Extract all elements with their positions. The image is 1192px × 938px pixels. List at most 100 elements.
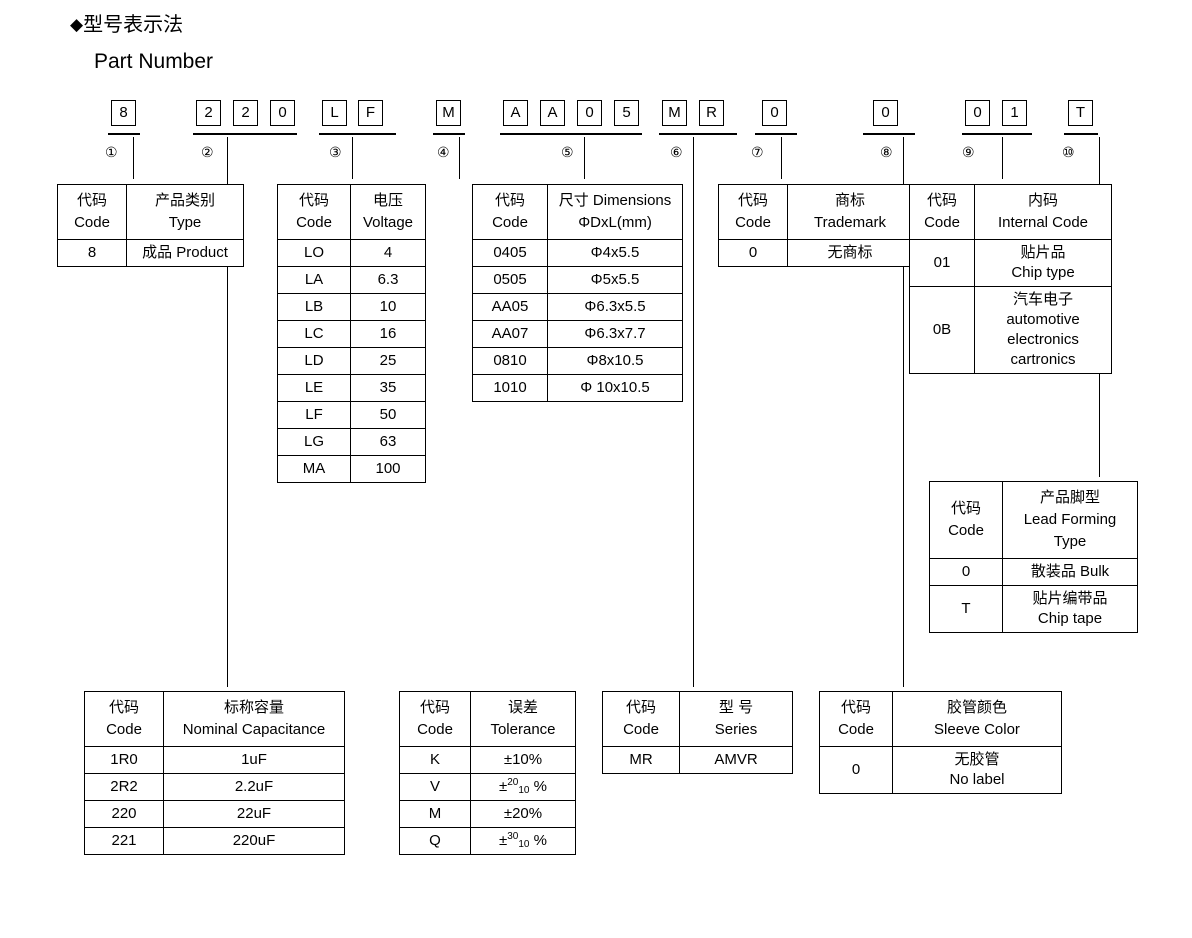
index-marker-4: ④ <box>437 144 450 160</box>
code-box-14: 0 <box>762 100 787 126</box>
header-type-en: Type <box>168 214 202 231</box>
cell-code: LD <box>277 347 351 375</box>
connector-line-9 <box>1002 137 1003 179</box>
header-sleeve-color: 胶管颜色 Sleeve Color <box>892 691 1062 747</box>
cell-value-line: 贴片编带品 <box>1032 590 1108 607</box>
header-code-cn: 代码 <box>840 699 871 716</box>
index-marker-1: ① <box>105 144 118 160</box>
header-type-cn: 产品类别 <box>154 192 215 209</box>
cell-code: V <box>399 773 471 801</box>
header-series: 型 号 Series <box>679 691 793 747</box>
cell-value: 16 <box>350 320 426 348</box>
code-box-2: 2 <box>196 100 221 126</box>
index-marker-7: ⑦ <box>751 144 764 160</box>
group-bracket-5 <box>500 133 642 135</box>
table-row-header: 代码 Code 型 号 Series <box>602 691 793 747</box>
header-code-cn: 代码 <box>76 192 107 209</box>
cell-value: 贴片编带品 Chip tape <box>1002 585 1138 633</box>
cell-value: ±20% <box>470 800 576 828</box>
header-code-en: Code <box>74 214 110 231</box>
cell-code: LE <box>277 374 351 402</box>
cell-code: 0405 <box>472 239 548 267</box>
code-box-15: 0 <box>873 100 898 126</box>
table-series: 代码 Code 型 号 Series MR AMVR <box>602 691 793 774</box>
cell-code: 2R2 <box>84 773 164 801</box>
header-capacitance: 标称容量 Nominal Capacitance <box>163 691 345 747</box>
header-code-en: Code <box>417 721 453 738</box>
index-marker-8: ⑧ <box>880 144 893 160</box>
cell-code: MR <box>602 746 680 774</box>
header-code-en: Code <box>623 721 659 738</box>
cell-value-line: Chip tape <box>1037 610 1103 627</box>
cell-value-line: 无胶管 <box>954 751 1000 768</box>
group-bracket-10 <box>1064 133 1098 135</box>
cell-code: Q <box>399 827 471 855</box>
group-bracket-6 <box>659 133 737 135</box>
code-box-3: 2 <box>233 100 258 126</box>
header-code-cn: 代码 <box>108 699 139 716</box>
header-code: 代码 Code <box>399 691 471 747</box>
index-marker-2: ② <box>201 144 214 160</box>
header-code: 代码 Code <box>57 184 127 240</box>
cell-code: 1010 <box>472 374 548 402</box>
group-bracket-8 <box>863 133 915 135</box>
header-sleeve-color-cn: 胶管颜色 <box>946 699 1007 716</box>
header-code-en: Code <box>492 214 528 231</box>
header-tolerance-cn: 误差 <box>507 699 538 716</box>
cell-value: ±3010 % <box>470 827 576 855</box>
header-code: 代码 Code <box>909 184 975 240</box>
cell-value: Φ6.3x5.5 <box>547 293 683 321</box>
cell-value: ±10% <box>470 746 576 774</box>
cell-code: LA <box>277 266 351 294</box>
header-dimensions-en: ΦDxL(mm) <box>578 214 652 231</box>
header-lead-forming-en2: Type <box>1053 533 1087 550</box>
cell-value-line: 贴片品 <box>1020 244 1066 261</box>
cell-code: 0B <box>909 286 975 374</box>
cell-value: 220uF <box>163 827 345 855</box>
cell-code: 1R0 <box>84 746 164 774</box>
header-code-en: Code <box>296 214 332 231</box>
cell-code: LB <box>277 293 351 321</box>
table-row: MR AMVR <box>602 746 793 774</box>
connector-line-2 <box>227 137 228 687</box>
connector-line-5 <box>584 137 585 179</box>
header-trademark-en: Trademark <box>814 214 886 231</box>
code-box-7: M <box>436 100 461 126</box>
cell-code: M <box>399 800 471 828</box>
header-code-cn: 代码 <box>950 500 981 517</box>
header-series-en: Series <box>714 721 758 738</box>
cell-value-line: cartronics <box>1010 351 1076 368</box>
cell-code: 0810 <box>472 347 548 375</box>
header-code-en: Code <box>106 721 142 738</box>
cell-code: AA05 <box>472 293 548 321</box>
header-voltage: 电压 Voltage <box>350 184 426 240</box>
header-lead-forming: 产品脚型 Lead Forming Type <box>1002 481 1138 559</box>
group-bracket-3 <box>319 133 396 135</box>
code-box-11: 5 <box>614 100 639 126</box>
header-code-cn: 代码 <box>494 192 525 209</box>
tolerance-value: ±3010 % <box>499 831 547 850</box>
table-row: M±20% <box>399 800 576 828</box>
header-series-cn: 型 号 <box>718 699 754 716</box>
cell-value: 成品 Product <box>126 239 244 267</box>
cell-value: 50 <box>350 401 426 429</box>
table-row-header: 代码 Code 胶管颜色 Sleeve Color <box>819 691 1062 747</box>
cell-value-line: No label <box>949 771 1005 788</box>
page-title-cn: ◆型号表示法 <box>70 12 183 38</box>
index-marker-10: ⑩ <box>1062 144 1075 160</box>
